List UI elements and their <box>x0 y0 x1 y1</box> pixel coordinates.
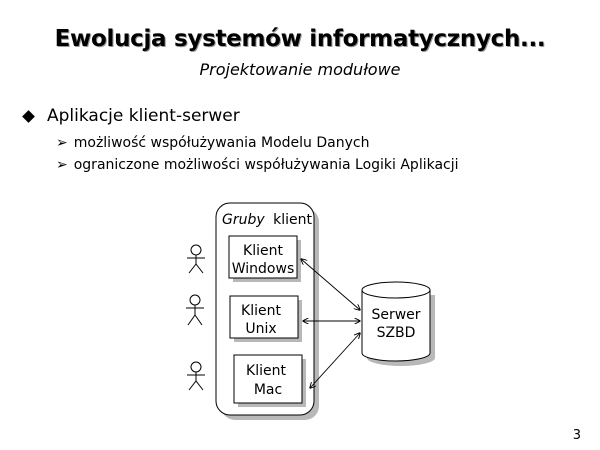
slide-title: Ewolucja systemów informatycznych... <box>54 26 546 52</box>
database-cylinder-icon <box>361 281 431 362</box>
container-label-rest: klient <box>273 212 312 228</box>
main-bullet-text: Aplikacje klient-serwer <box>47 106 240 126</box>
sub-bullet-text: możliwość współużywania Modelu Danych <box>73 135 370 151</box>
container-label-italic: Gruby <box>222 212 265 228</box>
connection-arrow-windows <box>301 259 360 310</box>
page-number: 3 <box>572 428 581 443</box>
client-label-line1: Klient <box>241 303 281 319</box>
client-label-line2: Windows <box>232 261 295 277</box>
connection-arrow-mac <box>310 333 360 388</box>
client-label-line1: Klient <box>243 243 283 259</box>
container-label: Gruby klient <box>222 212 312 228</box>
arrow-bullet-icon: ➢ <box>56 135 68 151</box>
client-label-line1: Klient <box>246 363 286 379</box>
sub-bullet-2: ➢ ograniczone możliwości współużywania L… <box>56 157 459 173</box>
server-label-line1: Serwer <box>371 307 420 323</box>
client-label-line2: Unix <box>245 321 276 337</box>
slide-subtitle: Projektowanie modułowe <box>199 60 401 79</box>
sub-bullet-1: ➢ możliwość współużywania Modelu Danych <box>56 135 369 151</box>
arrow-bullet-icon: ➢ <box>56 157 68 173</box>
sub-bullet-text: ograniczone możliwości współużywania Log… <box>73 157 459 173</box>
client-box-windows <box>228 235 298 279</box>
user-figure-icon <box>187 361 205 391</box>
client-box-unix <box>229 295 299 339</box>
server-label-line2: SZBD <box>377 325 416 341</box>
client-box-mac <box>233 354 303 404</box>
user-figure-icon <box>187 244 205 274</box>
main-bullet: Aplikacje klient-serwer <box>22 106 240 126</box>
user-figure-icon <box>186 294 204 326</box>
client-label-line2: Mac <box>254 382 282 398</box>
